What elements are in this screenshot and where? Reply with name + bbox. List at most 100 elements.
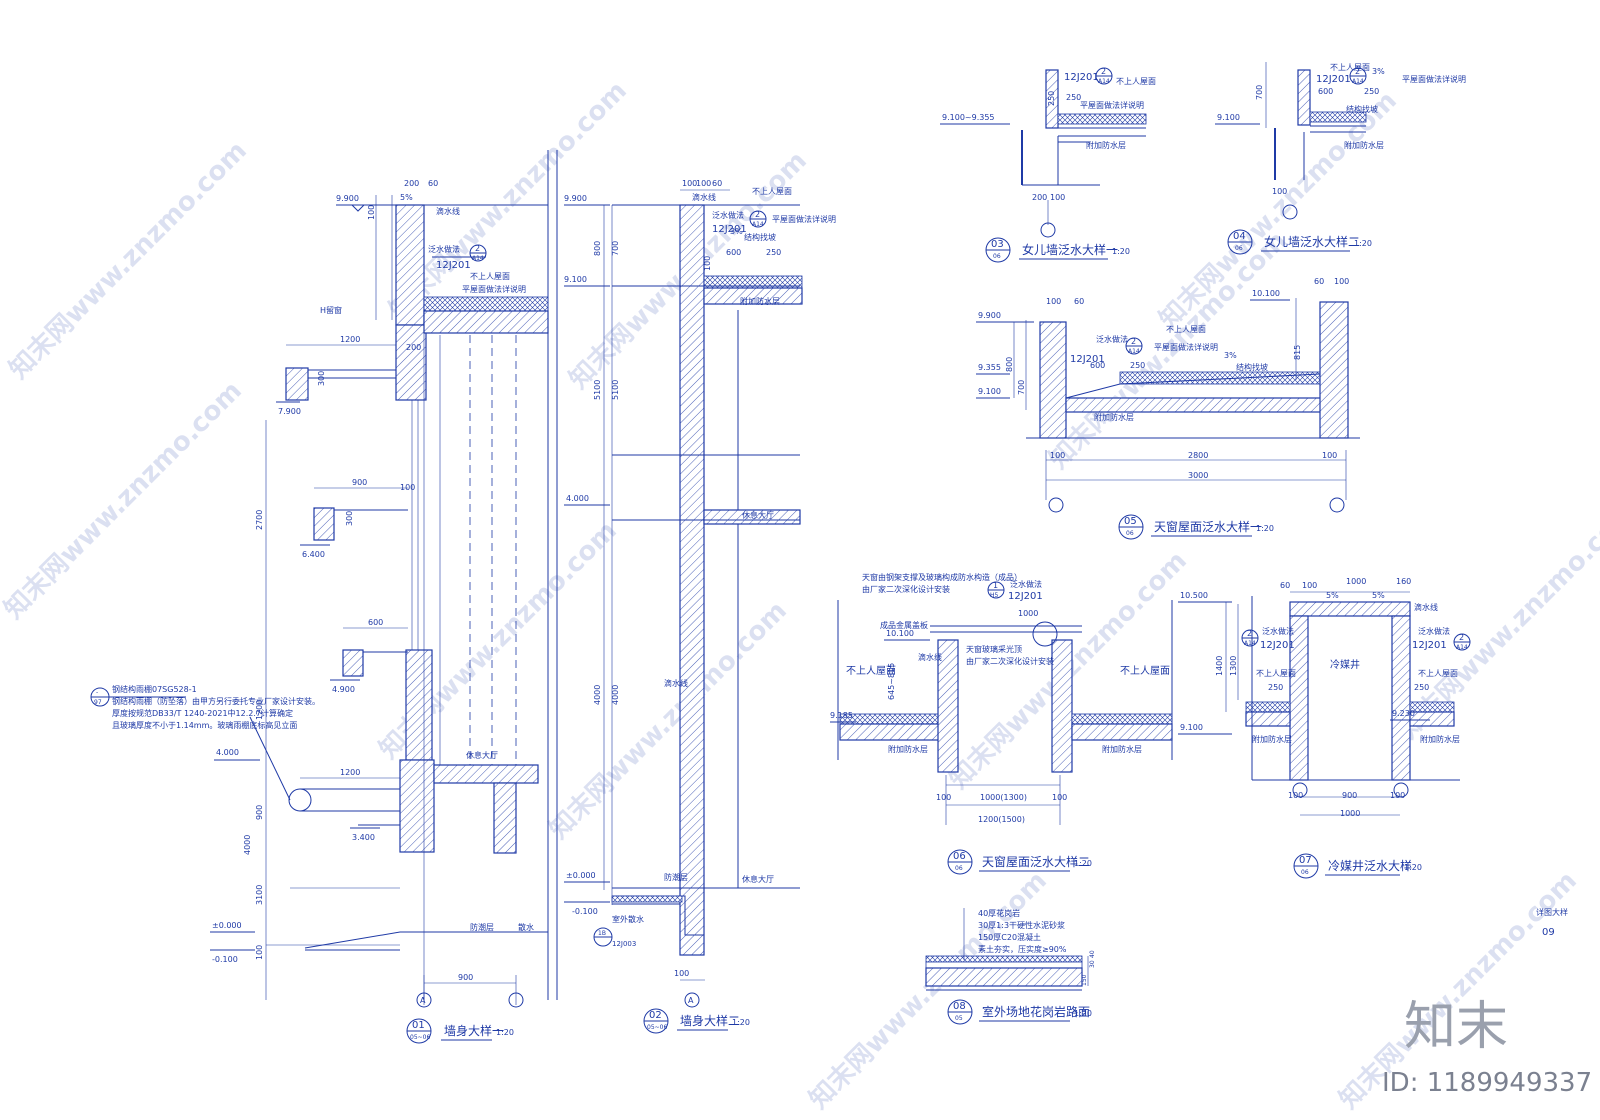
- detail-06: 10.100 9.185 1000 1000(1300) 1200(1500) …: [830, 572, 1173, 875]
- callout-label: 不上人屋面: [1166, 325, 1206, 334]
- ref-bubble-top: 2: [755, 210, 760, 219]
- ref-bubble-top: 2: [1131, 337, 1136, 346]
- detail-title: 墙身大样一: [444, 1023, 504, 1038]
- dimension-label: 100: [682, 179, 697, 188]
- callout-label: 泛水做法: [712, 210, 744, 220]
- ref-bubble-bottom: A14: [472, 255, 484, 262]
- detail-number: 06: [953, 851, 966, 862]
- watermark: 知末网www.znzmo.com: [4, 136, 253, 385]
- dimension-label: 900: [458, 973, 473, 982]
- dimension-label: 250: [1268, 683, 1283, 692]
- elevation-label: 9.100: [1180, 723, 1203, 732]
- dimension-label: 1000: [1018, 609, 1038, 618]
- elevation-label: 10.100: [1252, 289, 1280, 298]
- callout-label: 附加防水层: [1344, 140, 1384, 150]
- dimension-label: 600: [726, 248, 741, 257]
- dimension-label: 100: [255, 945, 264, 960]
- dimension-label: 900: [255, 805, 264, 820]
- dimension-label: 3000: [1188, 471, 1208, 480]
- note-ref-bubble: 97: [94, 699, 102, 706]
- detail-number: 08: [953, 1001, 966, 1012]
- callout-label: 3%: [730, 227, 743, 236]
- dimension-label: 4000: [593, 685, 602, 705]
- callout-label: 附加防水层: [888, 744, 928, 754]
- elevation-label: 10.100: [886, 629, 914, 638]
- standard-ref: 12J201: [1064, 72, 1099, 83]
- ref-bubble-bottom: H5: [990, 592, 999, 599]
- watermark: 知末网www.znzmo.com: [0, 376, 248, 625]
- callout-label: 不上人屋面: [846, 665, 896, 677]
- callout-label: 附加防水层: [1102, 744, 1142, 754]
- callout-label: 附加防水层: [1252, 734, 1292, 744]
- callout-label: 休息大厅: [742, 510, 774, 520]
- detail-05: 9.900 9.355 9.100 10.100 100 60 800 700 …: [976, 277, 1360, 540]
- dimension-label: 100: [1390, 791, 1405, 800]
- standard-ref: 12J201: [1316, 74, 1351, 85]
- layer-label: 30厚1:3干硬性水泥砂浆: [978, 920, 1065, 930]
- standard-ref: 12J201: [1070, 354, 1105, 365]
- dimension-label: 160: [1396, 577, 1411, 586]
- callout-label: 泛水做法: [1262, 626, 1294, 636]
- callout-label: 不上人屋面: [1120, 665, 1170, 677]
- ref-bubble-bottom: A14: [1456, 644, 1468, 651]
- elevation-label: 4.900: [332, 685, 355, 694]
- dimension-label: 100: [1288, 791, 1303, 800]
- detail-number: 05: [1124, 516, 1137, 527]
- dimension-label: 300: [317, 371, 326, 386]
- callout-label: 平屋面做法详说明: [772, 214, 836, 224]
- layer-label: 素土夯实，压实度≥90%: [978, 944, 1067, 954]
- dimension-label: 1200: [340, 335, 360, 344]
- callout-label: 天窗玻璃采光顶: [966, 644, 1022, 654]
- dimension-label: 1000(1300): [980, 793, 1027, 802]
- sheet-title: 详图大样: [1536, 907, 1568, 917]
- callout-label: 结构找坡: [744, 232, 776, 242]
- standard-ref: 12J201: [436, 260, 471, 271]
- callout-label: 滴水线: [664, 678, 688, 688]
- callout-label: 附加防水层: [1420, 734, 1460, 744]
- elevation-label: 9.230: [1392, 709, 1415, 718]
- elevation-label: 9.900: [336, 194, 359, 203]
- elevation-label: 4.000: [216, 748, 239, 757]
- detail-number: 03: [991, 239, 1004, 250]
- dimension-label: 815: [1293, 345, 1302, 360]
- elevation-label: 7.900: [278, 407, 301, 416]
- callout-label: 防潮层: [664, 872, 688, 882]
- layer-label: 40厚花岗岩: [978, 908, 1020, 918]
- detail-title: 女儿墙泛水大样二: [1264, 234, 1360, 249]
- callout-label: 结构找坡: [1236, 362, 1268, 372]
- dimension-label: 3%: [1372, 67, 1385, 76]
- detail-sheet-ref: 05~06: [410, 1034, 430, 1041]
- standard-ref: 12J201: [1260, 640, 1295, 651]
- callout-label: 不上人屋面: [1418, 669, 1458, 678]
- detail-title: 室外场地花岗岩路面: [982, 1004, 1090, 1019]
- elevation-label: 9.100: [1217, 113, 1240, 122]
- dimension-label: 250: [766, 248, 781, 257]
- callout-label: 由厂家二次深化设计安装: [966, 656, 1054, 666]
- elevation-label: 9.900: [978, 311, 1001, 320]
- detail-scale: 1:20: [1404, 863, 1422, 872]
- detail-scale: 1:20: [1074, 1009, 1092, 1018]
- note-line: 天窗由钢架支撑及玻璃构成防水构造（成品）: [862, 572, 1022, 582]
- dimension-label: 100: [1302, 581, 1317, 590]
- watermark-layer: 知末网www.znzmo.com 知末网www.znzmo.com 知末网www…: [0, 76, 1600, 1115]
- callout-label: 滴水线: [1414, 602, 1438, 612]
- dimension-label: 100: [703, 256, 712, 271]
- detail-02: 9.900 9.100 4.000 ±0.000 -0.100 100 100 …: [556, 150, 836, 1034]
- callout-label: 不上人屋面: [752, 187, 792, 196]
- callout-label: 休息大厅: [466, 750, 498, 760]
- dimension-label: 60: [428, 179, 438, 188]
- dimension-label: 1400: [1215, 656, 1224, 676]
- dimension-label: 200: [404, 179, 419, 188]
- dimension-label: 250: [1130, 361, 1145, 370]
- note-line: 且玻璃厚度不小于1.14mm。玻璃雨棚底标高见立面: [112, 720, 297, 730]
- callout-label: 休息大厅: [742, 874, 774, 884]
- dimension-label: 60: [1074, 297, 1084, 306]
- elevation-label: 9.900: [564, 194, 587, 203]
- detail-sheet-ref: 06: [955, 865, 963, 872]
- ref-bubble-top: 2: [1247, 629, 1252, 638]
- detail-01: 9.900 7.900 6.400 4.900 4.000 3.400 ±0.0…: [90, 150, 549, 1044]
- ref-bubble-top: 1B: [598, 930, 606, 937]
- ref-bubble-top: 2: [1355, 67, 1360, 76]
- elevation-label: ±0.000: [212, 921, 242, 930]
- ref-bubble-bottom: A14: [1128, 348, 1140, 355]
